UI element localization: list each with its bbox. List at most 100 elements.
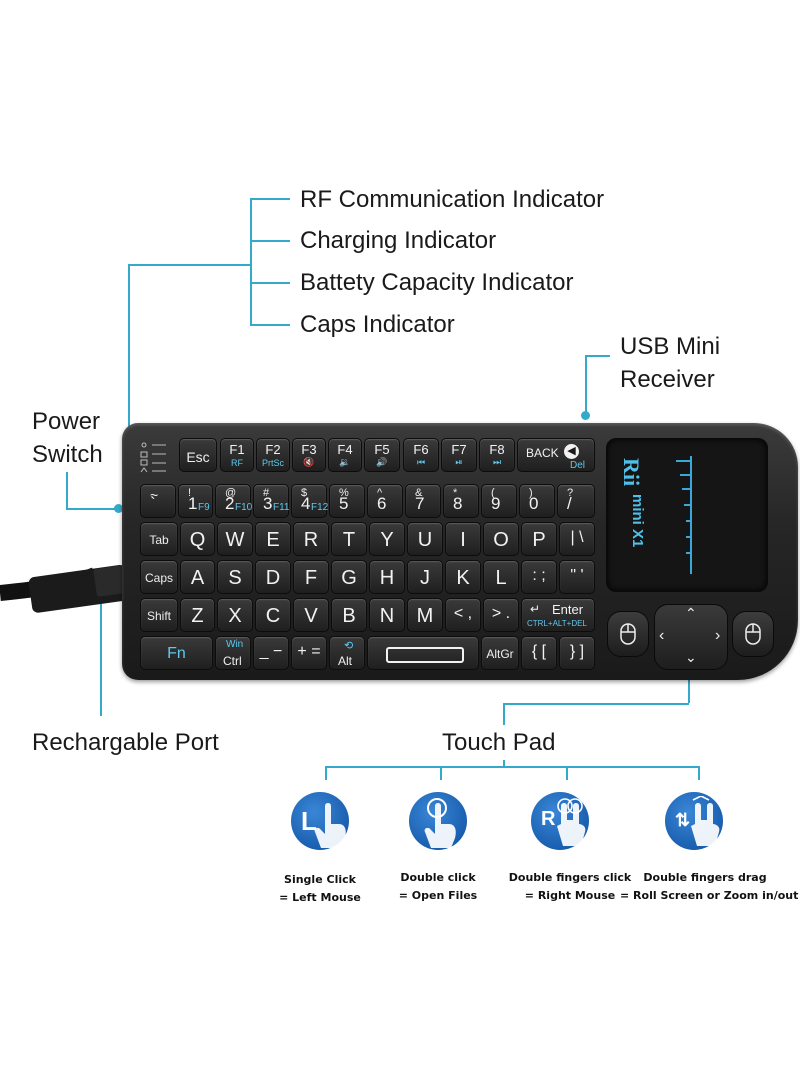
key-b[interactable]: B [331, 598, 367, 632]
power-switch-label-line1: Power [32, 408, 101, 435]
gesture-bracket-line [325, 766, 699, 768]
key-f3[interactable]: F3🔇 [292, 438, 326, 472]
key-space[interactable] [367, 636, 479, 670]
scroll-tick [680, 474, 692, 476]
gesture-4-title: Double fingers drag [643, 871, 767, 884]
key-caps[interactable]: Caps [140, 560, 178, 594]
key-n[interactable]: N [369, 598, 405, 632]
key-f8[interactable]: F8⏭ [479, 438, 515, 472]
key-x[interactable]: X [217, 598, 253, 632]
key-u[interactable]: U [407, 522, 443, 556]
key-brace-close[interactable]: } ] [559, 636, 595, 670]
arrow-left-icon[interactable]: ‹ [659, 627, 665, 644]
rf-connector-line [250, 198, 290, 200]
caps-indicator-label: Caps Indicator [300, 311, 455, 338]
key-brace-open[interactable]: { [ [521, 636, 557, 670]
key-alt[interactable]: ⟲ Alt [329, 636, 365, 670]
gesture-tick-4 [698, 766, 700, 780]
key-d[interactable]: D [255, 560, 291, 594]
key-o[interactable]: O [483, 522, 519, 556]
gesture-1-title: Single Click [284, 873, 356, 886]
key-minus[interactable]: _ − [253, 636, 289, 670]
key-tab[interactable]: Tab [140, 522, 178, 556]
left-mouse-button[interactable] [607, 611, 649, 657]
key-c[interactable]: C [255, 598, 291, 632]
key-comma[interactable]: < , [445, 598, 481, 632]
key-f6[interactable]: F6⏮ [403, 438, 439, 472]
direction-pad[interactable]: ⌃ ‹ › ⌄ [654, 604, 728, 670]
key-i[interactable]: I [445, 522, 481, 556]
key-v[interactable]: V [293, 598, 329, 632]
key-ctrl[interactable]: Win Ctrl [215, 636, 251, 670]
touchpad[interactable]: Rii mini X1 [606, 438, 768, 592]
key-f4[interactable]: F4🔉 [328, 438, 362, 472]
key-0[interactable]: )0 [519, 484, 555, 518]
key-p[interactable]: P [521, 522, 557, 556]
key-j[interactable]: J [407, 560, 443, 594]
key-shift[interactable]: Shift [140, 598, 178, 632]
usb-pointer-dot [581, 411, 590, 420]
key-fn[interactable]: Fn [140, 636, 213, 670]
power-switch-label-line2: Switch [32, 441, 103, 468]
key-altgr[interactable]: AltGr [481, 636, 519, 670]
key-backslash[interactable]: | \ [559, 522, 595, 556]
key-h[interactable]: H [369, 560, 405, 594]
key-a[interactable]: A [180, 560, 215, 594]
port-drop-line [100, 576, 102, 716]
arrow-up-icon[interactable]: ⌃ [685, 605, 697, 621]
power-connector-line [66, 508, 118, 510]
key-s[interactable]: S [217, 560, 253, 594]
key-6[interactable]: ^6 [367, 484, 403, 518]
key-slash[interactable]: ?/ [557, 484, 595, 518]
usb-connector-line [585, 355, 610, 357]
led-indicators [138, 440, 176, 478]
key-5[interactable]: %5 [329, 484, 365, 518]
right-mouse-button[interactable] [732, 611, 774, 657]
indicator-drop-line [128, 264, 130, 439]
arrow-right-icon[interactable]: › [715, 627, 721, 644]
two-finger-tap-icon: R [531, 792, 589, 850]
key-q[interactable]: Q [180, 522, 215, 556]
key-y[interactable]: Y [369, 522, 405, 556]
key-7[interactable]: &7 [405, 484, 441, 518]
key-w[interactable]: W [217, 522, 253, 556]
key-l[interactable]: L [483, 560, 519, 594]
battery-indicator-label: Battety Capacity Indicator [300, 269, 574, 296]
key-backspace[interactable]: BACK ◀ Del [517, 438, 595, 472]
key-z[interactable]: Z [180, 598, 215, 632]
key-backtick[interactable]: ~` [140, 484, 176, 518]
key-semicolon[interactable]: : ; [521, 560, 557, 594]
key-f7[interactable]: F7⏯ [441, 438, 477, 472]
single-tap-icon: L [291, 792, 349, 850]
key-g[interactable]: G [331, 560, 367, 594]
charging-indicator-label: Charging Indicator [300, 227, 497, 254]
key-e[interactable]: E [255, 522, 291, 556]
key-r[interactable]: R [293, 522, 329, 556]
key-quote[interactable]: " ' [559, 560, 595, 594]
key-m[interactable]: M [407, 598, 443, 632]
gesture-2-desc: = Open Files [398, 889, 478, 902]
space-bar-outline [386, 647, 464, 663]
gesture-tick-3 [566, 766, 568, 780]
key-enter[interactable]: ↵ Enter CTRL+ALT+DEL [521, 598, 595, 632]
key-esc[interactable]: Esc [179, 438, 217, 472]
key-period[interactable]: > . [483, 598, 519, 632]
back-arrow-icon: ◀ [564, 444, 579, 459]
key-k[interactable]: K [445, 560, 481, 594]
arrow-down-icon[interactable]: ⌄ [685, 649, 697, 665]
touch-pad-label: Touch Pad [442, 729, 556, 756]
key-f5[interactable]: F5🔊 [364, 438, 400, 472]
key-plus[interactable]: + = [291, 636, 327, 670]
gesture-1-desc: = Left Mouse [279, 891, 361, 904]
key-t[interactable]: T [331, 522, 367, 556]
key-f[interactable]: F [293, 560, 329, 594]
key-8[interactable]: *8 [443, 484, 479, 518]
mouse-right-icon [745, 623, 761, 645]
key-9[interactable]: (9 [481, 484, 517, 518]
